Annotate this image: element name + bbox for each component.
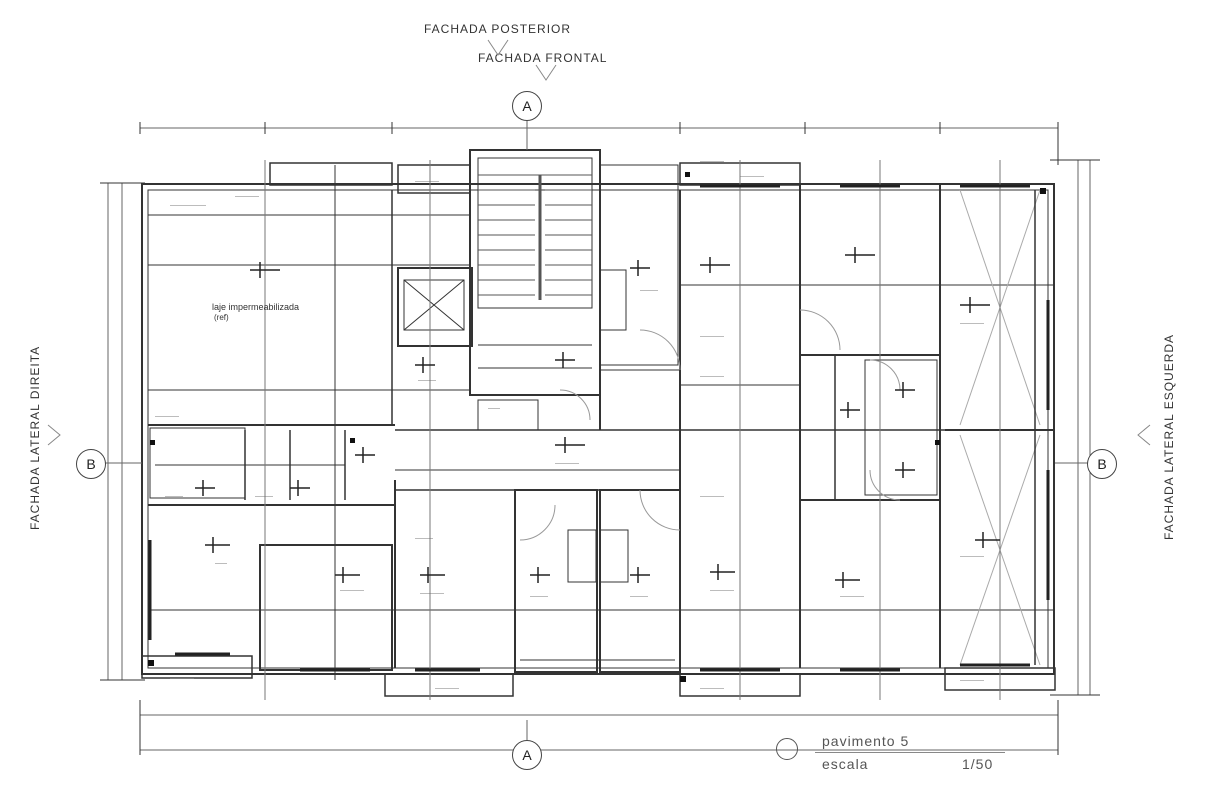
facade-front-label: FACHADA FRONTAL (478, 51, 608, 65)
title-block-circle-icon (776, 738, 798, 760)
room-label-terrace-sub: (ref) (214, 313, 229, 322)
svg-text:————: ———— (700, 334, 724, 340)
svg-text:————: ———— (710, 588, 734, 594)
axis-marker-a-top: A (512, 91, 542, 121)
axis-marker-b-left: B (76, 449, 106, 479)
svg-text:———: ——— (415, 536, 433, 542)
svg-text:————: ———— (235, 194, 259, 200)
svg-text:——: —— (488, 406, 500, 412)
svg-text:———: ——— (255, 494, 273, 500)
svg-text:———: ——— (640, 288, 658, 294)
svg-text:————: ———— (960, 678, 984, 684)
svg-text:————: ———— (420, 591, 444, 597)
plan-title: pavimento 5 (822, 733, 910, 749)
svg-text:———: ——— (165, 494, 183, 500)
svg-text:————: ———— (155, 414, 179, 420)
scale-label: escala (822, 756, 869, 772)
svg-text:————: ———— (700, 686, 724, 692)
svg-text:————: ———— (960, 554, 984, 560)
svg-text:——: —— (215, 561, 227, 567)
svg-text:————: ———— (415, 179, 439, 185)
svg-text:———: ——— (418, 378, 436, 384)
svg-text:————: ———— (170, 676, 194, 682)
svg-text:————: ———— (700, 494, 724, 500)
svg-text:————: ———— (700, 374, 724, 380)
axis-marker-b-right: B (1087, 449, 1117, 479)
svg-text:———: ——— (530, 594, 548, 600)
svg-text:————: ———— (340, 588, 364, 594)
svg-text:———: ——— (630, 594, 648, 600)
svg-text:——————: —————— (170, 203, 206, 209)
svg-text:————: ———— (435, 686, 459, 692)
svg-text:————: ———— (840, 594, 864, 600)
svg-text:————: ———— (700, 159, 724, 165)
facade-rear-label: FACHADA POSTERIOR (424, 22, 572, 36)
title-underline (815, 752, 1005, 753)
svg-text:————: ———— (555, 461, 579, 467)
room-label-terrace: laje impermeabilizada (212, 302, 300, 312)
svg-text:————: ———— (960, 321, 984, 327)
scale-value: 1/50 (962, 756, 994, 772)
axis-marker-a-bottom: A (512, 740, 542, 770)
svg-text:————: ———— (740, 174, 764, 180)
